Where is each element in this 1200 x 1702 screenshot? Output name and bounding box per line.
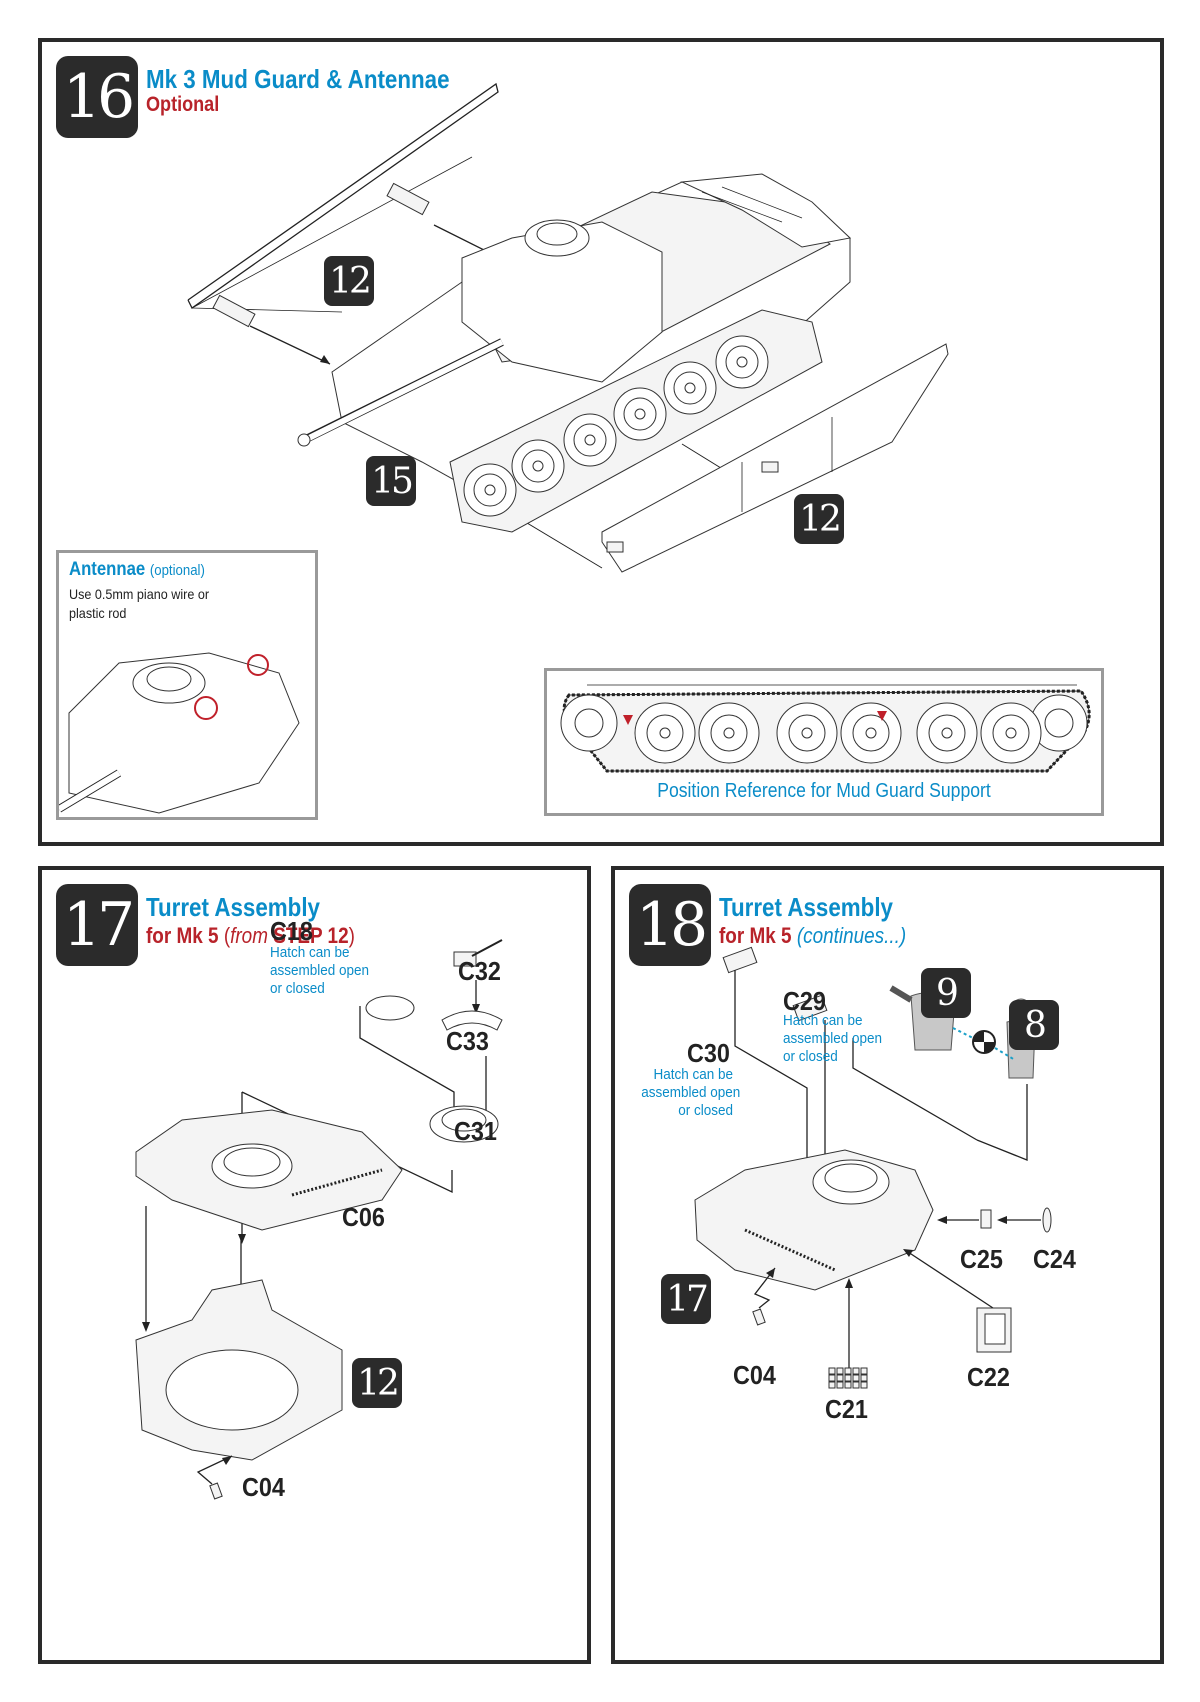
road-wheel: [776, 702, 838, 764]
position-reference-inset: Position Reference for Mud Guard Support: [544, 668, 1104, 816]
road-wheel: [663, 361, 717, 415]
red-circle-icon: [247, 654, 269, 676]
c18-note: Hatch can be assembled open or closed: [270, 944, 369, 998]
subtitle-paren: (: [223, 923, 231, 948]
road-wheel: [980, 702, 1042, 764]
c29-note: Hatch can be assembled open or closed: [783, 1012, 882, 1066]
road-wheel: [563, 413, 617, 467]
note-line: or closed: [270, 980, 325, 997]
subtitle-paren: ): [348, 923, 355, 948]
subtitle-continues: (continues...): [796, 923, 907, 948]
ref-badge-step-12: 12: [352, 1358, 402, 1408]
antenna-instructions: Use 0.5mm piano wire or plastic rod: [69, 585, 209, 623]
reference-caption: Position Reference for Mud Guard Support: [657, 780, 991, 802]
ref-badge-step-12-right: 12: [794, 494, 844, 544]
track-side-view: [560, 684, 1091, 773]
turret-assembled: [694, 1149, 934, 1291]
road-wheel: [613, 387, 667, 441]
c29-hatch: [792, 994, 828, 1022]
antenna-title-text: Antennae: [69, 559, 146, 580]
part-label-c24: C24: [1033, 1244, 1076, 1274]
step-number-badge: 17: [56, 884, 138, 966]
c04-part: [752, 1308, 766, 1326]
step-16-panel: 16 Mk 3 Mud Guard & Antennae Optional: [38, 38, 1164, 846]
note-line: Hatch can be: [270, 944, 350, 961]
tank-running-gear: [449, 309, 823, 533]
part-label-c25: C25: [960, 1244, 1003, 1274]
glue-symbol-icon: [972, 1030, 996, 1054]
note-line: assembled open: [270, 962, 370, 979]
antenna-inset: Antennae (optional) Use 0.5mm piano wire…: [56, 550, 318, 820]
note-line: Hatch can be: [653, 1066, 733, 1083]
red-circle-icon: [194, 696, 218, 720]
step-subtitle: Optional: [146, 93, 220, 116]
part-label-c32: C32: [458, 956, 501, 986]
step-subtitle: for Mk 5 (from STEP 12): [146, 924, 355, 947]
antenna-instruction-line: Use 0.5mm piano wire or: [69, 586, 210, 602]
left-mud-guard: [187, 82, 499, 328]
ref-badge-figure-9: 9: [921, 968, 971, 1018]
ref-badge-step-12-left: 12: [324, 256, 374, 306]
part-label-c18: C18: [270, 916, 313, 946]
turret-assembly-diagram: [135, 939, 503, 1500]
road-wheel: [715, 335, 769, 389]
turret-crew-assembly-diagram: [694, 946, 1052, 1389]
tank-hull: [297, 173, 852, 513]
road-wheel: [840, 702, 902, 764]
part-label-c04: C04: [733, 1360, 776, 1390]
turret-closeup-drawing: [59, 652, 300, 814]
c25-part: [980, 1209, 992, 1229]
ref-badge-step-17: 17: [661, 1274, 711, 1324]
right-mud-guard: [601, 343, 949, 573]
ref-badge-step-15: 15: [366, 456, 416, 506]
c30-note: Hatch can be assembled open or closed: [641, 1066, 741, 1120]
part-label-c31: C31: [454, 1116, 497, 1146]
step-18-panel: 18 Turret Assembly for Mk 5 (continues..…: [611, 866, 1164, 1664]
c18-hatch: [365, 995, 415, 1021]
note-line: assembled open: [641, 1084, 741, 1101]
c33-mount: [441, 1010, 503, 1031]
antenna-instruction-line: plastic rod: [69, 605, 127, 621]
subtitle-step-ref: STEP 12: [273, 923, 349, 948]
part-label-c33: C33: [446, 1026, 489, 1056]
subtitle-main: for Mk 5: [719, 923, 792, 948]
step-17-panel: 17 Turret Assembly for Mk 5 (from STEP 1…: [38, 866, 591, 1664]
antenna-title-suffix: (optional): [149, 562, 205, 579]
note-line: or closed: [678, 1102, 733, 1119]
note-line: Hatch can be: [783, 1012, 863, 1029]
c30-hatch: [722, 946, 758, 974]
note-line: or closed: [783, 1048, 838, 1065]
tank-mudguard-diagram: [187, 82, 949, 573]
note-line: assembled open: [783, 1030, 883, 1047]
part-label-c22: C22: [967, 1362, 1010, 1392]
road-wheel: [463, 463, 517, 517]
c24-part: [1042, 1207, 1052, 1233]
step-title: Turret Assembly: [719, 892, 893, 922]
road-wheel: [916, 702, 978, 764]
c32-machine-gun: [453, 939, 503, 967]
part-label-c29: C29: [783, 986, 826, 1016]
step-title: Mk 3 Mud Guard & Antennae: [146, 64, 450, 94]
part-label-c06: C06: [342, 1202, 385, 1232]
c04-part: [209, 1482, 223, 1500]
part-label-c21: C21: [825, 1394, 868, 1424]
ref-badge-figure-8: 8: [1009, 1000, 1059, 1050]
road-wheel: [634, 702, 696, 764]
step-subtitle: for Mk 5 (continues...): [719, 924, 906, 947]
red-triangle-icon: [623, 715, 633, 725]
antenna-inset-title: Antennae (optional): [69, 559, 205, 581]
subtitle-from: from: [230, 923, 268, 948]
road-wheel: [698, 702, 760, 764]
red-triangle-icon: [877, 711, 887, 721]
subtitle-main: for Mk 5: [146, 923, 219, 948]
step-title: Turret Assembly: [146, 892, 320, 922]
c21-track-links: [828, 1367, 868, 1389]
step-number-badge: 18: [629, 884, 711, 966]
part-label-c30: C30: [687, 1038, 730, 1068]
road-wheel: [511, 439, 565, 493]
step-number-badge: 16: [56, 56, 138, 138]
part-label-c04: C04: [242, 1472, 285, 1502]
